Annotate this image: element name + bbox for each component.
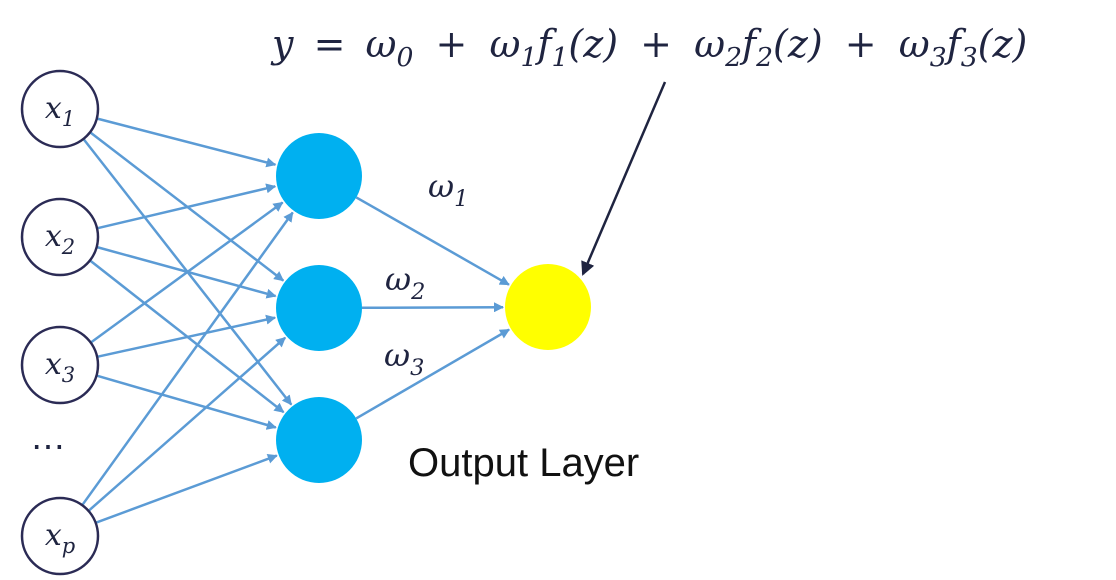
output-layer-label: Output Layer	[408, 441, 639, 485]
input-layer: x1 x2 x3 ⋯ xp	[20, 69, 100, 576]
input-node-x1-symbol: x	[45, 91, 62, 126]
svg-text:xp: xp	[45, 518, 75, 558]
input-ellipsis: ⋯	[31, 428, 65, 466]
edge-input-1-to-hidden-1	[96, 117, 277, 168]
formula-equals: =	[314, 22, 346, 66]
input-node-x3-subscript: 3	[62, 363, 75, 387]
output-node	[505, 264, 591, 350]
hidden-layer	[276, 133, 362, 483]
edge-input-4-to-hidden-1	[81, 211, 294, 506]
svg-text:x3: x3	[45, 347, 75, 387]
formula-lhs: y	[270, 22, 294, 66]
input-node-xp-subscript: p	[62, 534, 75, 558]
formula-w2: ω	[694, 22, 725, 66]
weight-label-w2-subscript: 2	[410, 279, 425, 305]
input-node-x1-subscript: 1	[62, 107, 75, 131]
edge-input-3-to-hidden-2	[96, 314, 277, 359]
input-node-x3: x3	[20, 325, 100, 405]
weight-label-w3-subscript: 3	[410, 355, 424, 381]
formula-f1-arg: (z)	[568, 22, 618, 66]
input-node-x1: x1	[20, 69, 100, 149]
formula-w0: ω	[366, 22, 397, 66]
hidden-to-output-edges	[355, 196, 510, 420]
edge-hidden-2-to-output	[361, 302, 504, 313]
edge-input-4-to-hidden-3	[95, 454, 278, 524]
input-node-xp: xp	[20, 496, 100, 576]
svg-text:x1: x1	[45, 91, 75, 131]
input-to-hidden-edges	[81, 117, 294, 524]
weight-label-w3: ω3	[384, 336, 424, 381]
formula-w1: ω	[489, 22, 520, 66]
edge-input-3-to-hidden-3	[96, 374, 277, 430]
hidden-node-1	[276, 133, 362, 219]
input-node-xp-symbol: x	[45, 518, 62, 553]
formula-f2-subscript: 2	[755, 42, 773, 73]
formula-w3: ω	[899, 22, 930, 66]
edge-hidden-1-to-output	[355, 196, 510, 286]
hidden-node-3	[276, 397, 362, 483]
edge-hidden-3-to-output	[355, 328, 510, 420]
input-node-x2-symbol: x	[45, 219, 62, 254]
weight-label-w2: ω2	[385, 260, 425, 305]
formula-w1-subscript: 1	[520, 42, 537, 73]
weight-label-w1-symbol: ω	[428, 167, 454, 205]
formula-f1-subscript: 1	[551, 42, 568, 73]
weight-label-w3-symbol: ω	[384, 336, 410, 374]
formula-w2-subscript: 2	[724, 42, 742, 73]
formula-plus-1: +	[436, 22, 468, 66]
formula-f3-subscript: 3	[961, 42, 978, 73]
formula-w0-subscript: 0	[397, 42, 414, 73]
formula-plus-3: +	[845, 22, 877, 66]
formula-plus-2: +	[640, 22, 672, 66]
input-node-x2-subscript: 2	[61, 235, 75, 259]
formula-annotation-arrow	[581, 81, 667, 276]
hidden-node-2	[276, 265, 362, 351]
edge-input-2-to-hidden-1	[96, 183, 277, 230]
weight-label-w1: ω1	[428, 167, 468, 212]
edge-input-3-to-hidden-1	[89, 201, 284, 344]
input-node-x3-symbol: x	[45, 347, 62, 382]
output-formula: y = ω0 + ω1f1(z) + ω2f2(z) + ω3f3(z)	[270, 22, 1027, 75]
edge-input-4-to-hidden-2	[87, 336, 287, 512]
formula-f2-arg: (z)	[773, 22, 823, 66]
weight-label-w1-subscript: 1	[454, 186, 468, 212]
formula-w3-subscript: 3	[930, 42, 947, 73]
input-node-x2: x2	[20, 197, 100, 277]
svg-text:x2: x2	[45, 219, 75, 259]
formula-f3-arg: (z)	[978, 22, 1028, 66]
weight-label-w2-symbol: ω	[385, 260, 411, 298]
